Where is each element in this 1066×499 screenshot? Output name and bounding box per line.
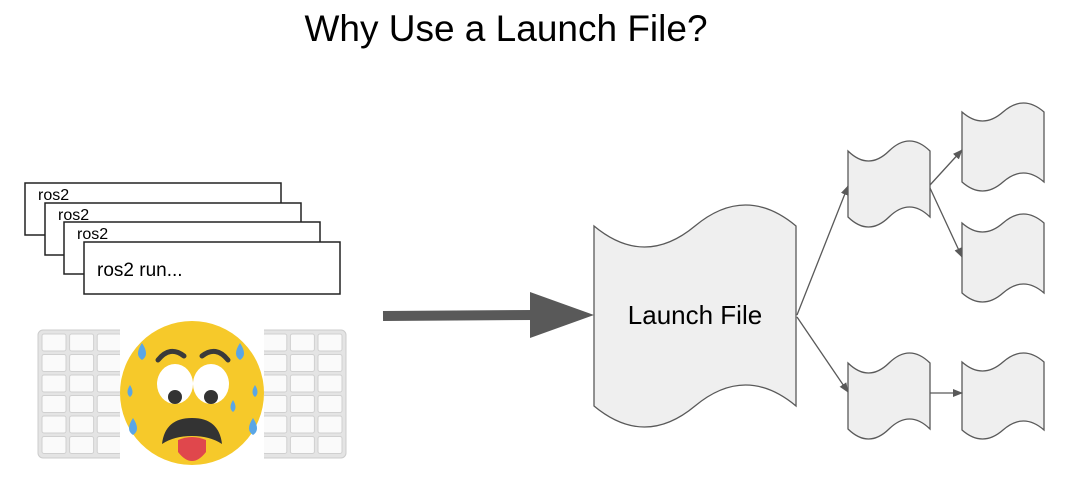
keyboard-key bbox=[69, 354, 95, 372]
terminal-command: ros2 bbox=[58, 207, 89, 224]
connector-arrow bbox=[796, 185, 849, 316]
keyboard-key bbox=[69, 436, 95, 454]
node-shape bbox=[961, 352, 1045, 440]
keyboard-key bbox=[41, 374, 67, 393]
keyboard-key bbox=[69, 415, 95, 434]
keyboard-key bbox=[289, 395, 315, 413]
connector-arrow bbox=[929, 187, 963, 258]
keyboard-key bbox=[317, 333, 343, 352]
launch-file-shape bbox=[593, 204, 797, 428]
keyboard-key bbox=[317, 354, 343, 372]
keyboard-key bbox=[317, 436, 343, 454]
keyboard-key bbox=[317, 415, 343, 434]
keyboard-key bbox=[262, 415, 288, 434]
big-arrow bbox=[382, 292, 594, 338]
keyboard-key bbox=[96, 354, 122, 372]
node-shape bbox=[961, 213, 1045, 303]
keyboard-key bbox=[289, 436, 315, 454]
keyboard-key bbox=[41, 354, 67, 372]
terminal-stack: ros2 ros2 ros2 ros2 run... bbox=[24, 182, 341, 295]
keyboard-key bbox=[96, 333, 122, 352]
keyboard-key bbox=[41, 333, 67, 352]
keyboard-key bbox=[289, 333, 315, 352]
keyboard-key bbox=[262, 374, 288, 393]
keyboard-key bbox=[96, 374, 122, 393]
keyboard-key bbox=[69, 333, 95, 352]
terminal-command: ros2 bbox=[38, 187, 69, 204]
keyboard-key bbox=[96, 415, 122, 434]
keyboard-key bbox=[317, 395, 343, 413]
keyboard-key bbox=[262, 436, 288, 454]
connector-arrow bbox=[929, 149, 963, 186]
keyboard-key bbox=[41, 415, 67, 434]
node-shape bbox=[847, 140, 931, 228]
node-shape bbox=[961, 102, 1045, 192]
keyboard-key bbox=[69, 395, 95, 413]
keyboard-key bbox=[69, 374, 95, 393]
launch-file-label: Launch File bbox=[628, 300, 762, 330]
slide-title: Why Use a Launch File? bbox=[304, 8, 708, 49]
node-shape bbox=[847, 352, 931, 440]
connector-arrow bbox=[796, 316, 849, 393]
keyboard-key bbox=[289, 354, 315, 372]
keyboard-key bbox=[317, 374, 343, 393]
keyboard-key bbox=[96, 436, 122, 454]
keyboard-key bbox=[262, 395, 288, 413]
keyboard-key bbox=[96, 395, 122, 413]
keyboard-key bbox=[262, 354, 288, 372]
terminal-command: ros2 run... bbox=[97, 260, 183, 281]
keyboard-key bbox=[41, 436, 67, 454]
keyboard-key bbox=[41, 395, 67, 413]
terminal-command: ros2 bbox=[77, 226, 108, 243]
anxious-sweating-face-icon bbox=[120, 318, 264, 468]
keyboard-key bbox=[289, 415, 315, 434]
terminal-window bbox=[83, 241, 341, 295]
keyboard-key bbox=[262, 333, 288, 352]
keyboard-key bbox=[289, 374, 315, 393]
